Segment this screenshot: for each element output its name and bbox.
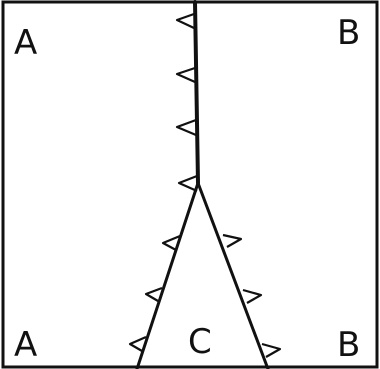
vertical-tooth <box>175 66 196 84</box>
vertical-tooth <box>177 174 198 193</box>
right-boundary-teeth <box>222 233 282 358</box>
right-tooth <box>222 233 243 248</box>
label-top-left: A <box>14 23 37 63</box>
vertical-boundary-line <box>193 0 200 185</box>
label-bottom-left: A <box>14 325 37 365</box>
right-tooth <box>261 342 282 358</box>
right-boundary-line <box>196 181 270 369</box>
left-boundary-teeth <box>128 234 181 352</box>
right-tooth <box>242 288 263 304</box>
label-top-right: B <box>337 13 360 53</box>
label-bottom-middle: C <box>188 322 212 362</box>
left-tooth <box>128 335 147 352</box>
left-tooth <box>161 234 181 251</box>
left-tooth <box>144 286 163 302</box>
vertical-boundary-teeth <box>175 12 198 193</box>
vertical-tooth <box>175 12 195 29</box>
vertical-tooth <box>175 118 197 137</box>
label-bottom-right: B <box>337 325 360 365</box>
left-boundary-line <box>135 181 200 369</box>
